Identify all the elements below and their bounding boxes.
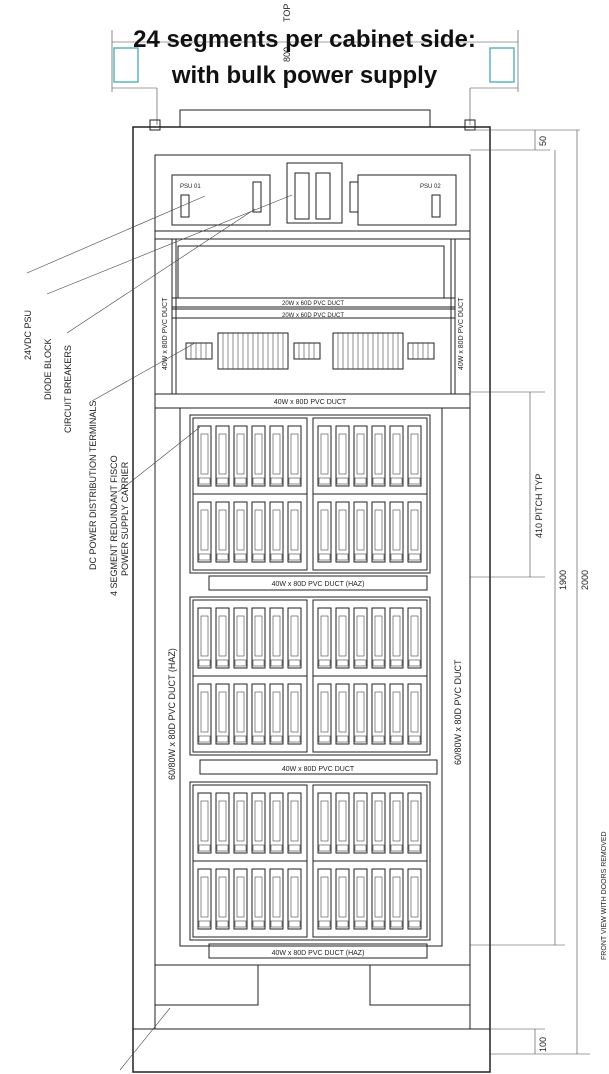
cabinet-frame: [132, 109, 491, 1073]
fisco-module-carrier: [312, 784, 428, 938]
callout-dc-power-terminals: DC POWER DISTRIBUTION TERMINALS: [88, 401, 98, 570]
fisco-module-carrier: [192, 784, 308, 938]
psu-right-label: PSU 02: [420, 184, 441, 190]
dimension-top-gap: 50: [538, 136, 548, 146]
height-dimensions: 50 410 PITCH TYP 1900 2000 100: [470, 129, 590, 1055]
callout-circuit-breakers: CIRCUIT BREAKERS: [63, 345, 73, 433]
title-line-2: with bulk power supply: [171, 62, 438, 89]
top-width-label: 800: [282, 47, 292, 62]
side-duct-label-right: 60/80W x 80D PVC DUCT: [453, 659, 463, 765]
highlight-brackets: [113, 47, 515, 83]
duct-label-vert-right: 40W x 80D PVC DUCT: [458, 297, 465, 370]
duct-label-haz-1: 40W x 80D PVC DUCT (HAZ): [272, 581, 365, 588]
plinth-area: [154, 964, 471, 1006]
duct-label-40-top: 40W x 80D PVC DUCT: [274, 399, 347, 406]
callout-fisco-carrier-line1: 4 SEGMENT REDUNDANT FISCO: [109, 455, 119, 596]
psu-left-label: PSU 01: [180, 184, 201, 190]
fisco-module-carrier: [312, 599, 428, 753]
view-note: FRONT VIEW WITH DOORS REMOVED: [601, 831, 608, 960]
psu-section: PSU 01 PSU 02: [171, 162, 457, 226]
fisco-module-carrier: [192, 417, 308, 571]
callout-diode-block: DIODE BLOCK: [43, 338, 53, 400]
fisco-carrier-row-3: [189, 781, 431, 941]
fisco-module-carrier: [192, 599, 308, 753]
duct-label-haz-2: 40W x 80D PVC DUCT (HAZ): [272, 950, 365, 957]
psu-left-unit: [171, 174, 271, 226]
top-direction-label: TOP: [282, 4, 292, 22]
diagram-title: 24 segments per cabinet side: with bulk …: [0, 22, 609, 94]
psu-right-unit: [357, 174, 457, 226]
duct-label-mid: 40W x 80D PVC DUCT: [282, 766, 355, 773]
dimension-inner-height: 1900: [558, 570, 568, 590]
side-duct-label-left: 60/80W x 80D PVC DUCT (HAZ): [167, 648, 177, 780]
callout-24vdc-psu: 24VDC PSU: [23, 310, 33, 360]
duct-label-20-b: 20W x 60D PVC DUCT: [282, 313, 344, 319]
fisco-carrier-row-2: [189, 596, 431, 756]
module-area: 40W x 80D PVC DUCT (HAZ) 40W x 80D PVC D…: [167, 407, 463, 959]
top-width-dimension: 800 TOP: [111, 4, 519, 125]
callout-leaders: [26, 194, 293, 1071]
duct-label-20-a: 20W x 60D PVC DUCT: [282, 301, 344, 307]
fisco-carrier-row-1: [189, 414, 431, 574]
dimension-plinth: 100: [538, 1037, 548, 1052]
callout-fisco-carrier-line2: POWER SUPPLY CARRIER: [120, 461, 130, 576]
fisco-module-carrier: [312, 417, 428, 571]
duct-label-vert-left: 40W x 80D PVC DUCT: [162, 297, 169, 370]
diode-block: [286, 162, 343, 224]
title-line-1: 24 segments per cabinet side:: [133, 26, 476, 53]
distribution-zone: 20W x 60D PVC DUCT 20W x 60D PVC DUCT 40…: [154, 230, 471, 409]
dimension-overall-height: 2000: [580, 570, 590, 590]
dimension-pitch: 410 PITCH TYP: [534, 474, 544, 538]
